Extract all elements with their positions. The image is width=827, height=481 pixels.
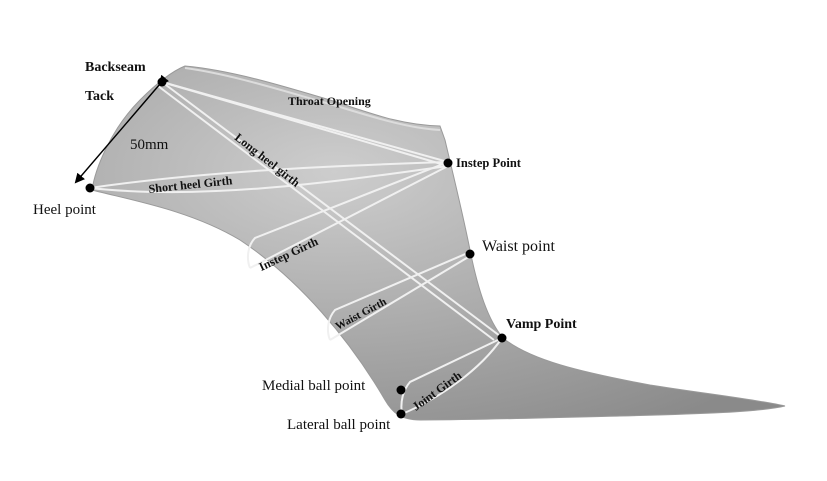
backseam-tack-point: [157, 77, 167, 87]
dimension-arrow: [74, 74, 170, 184]
throat-rim: [184, 67, 441, 131]
instep-girth-upper: [246, 161, 449, 269]
vamp-point-dot: [497, 333, 507, 343]
short-heel-girth-lower: [89, 165, 449, 194]
label-medial-ball-point: Medial ball point: [262, 378, 366, 394]
lateral-ball-point-dot: [396, 409, 406, 419]
waist-girth-upper: [326, 251, 471, 341]
label-tack: Tack: [85, 89, 115, 104]
long-heel-girth-line-b: [157, 85, 495, 341]
label-instep-point: Instep Point: [456, 156, 521, 170]
instep-girth-lower: [249, 165, 449, 269]
label-lateral-ball-point: Lateral ball point: [287, 417, 391, 433]
last-body: [91, 65, 786, 421]
label-throat-opening: Throat Opening: [288, 94, 371, 108]
joint-girth-lower: [401, 337, 503, 415]
label-waist-point: Waist point: [482, 238, 555, 255]
waist-girth-lower: [329, 255, 471, 341]
label-heel-point: Heel point: [33, 202, 96, 218]
throat-line-lower: [161, 81, 449, 167]
medial-ball-point-dot: [396, 385, 406, 395]
label-50mm: 50mm: [130, 137, 169, 153]
waist-point-dot: [465, 249, 475, 259]
label-vamp-point: Vamp Point: [506, 317, 577, 332]
label-backseam: Backseam: [85, 60, 146, 75]
instep-point-dot: [443, 158, 453, 168]
heel-point-dot: [85, 183, 95, 193]
